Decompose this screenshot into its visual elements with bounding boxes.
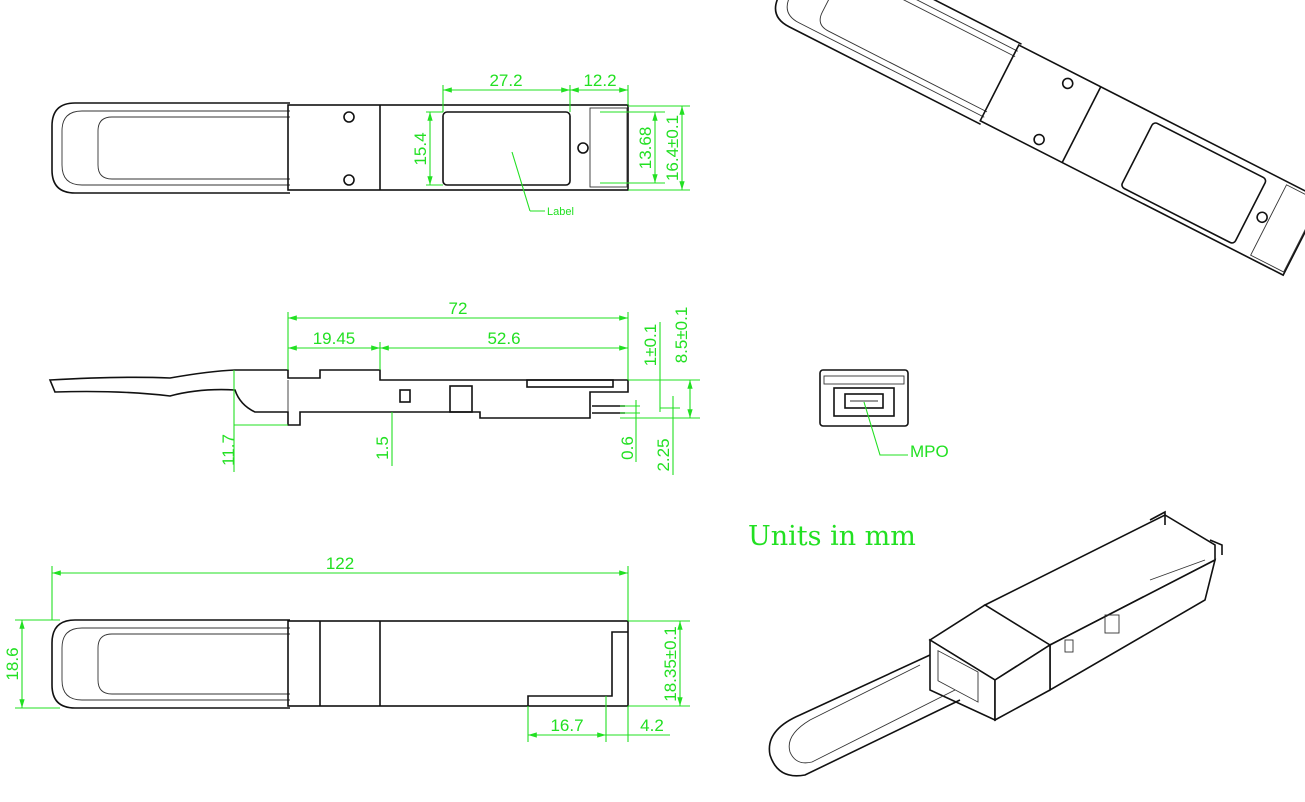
- dim-text: 52.6: [487, 329, 520, 348]
- label-callout: Label: [547, 206, 574, 218]
- dim-text: 18.6: [3, 647, 22, 680]
- dimension-right-offset: 12.2: [570, 71, 628, 93]
- dim-text: 72: [449, 299, 468, 318]
- dim-text: 19.45: [313, 329, 356, 348]
- dimension-inner-height: 13.68: [600, 111, 665, 184]
- dimension-rear-section: 52.6: [380, 329, 628, 351]
- dimension-overall-length: 122: [51, 554, 629, 621]
- dimension-top-tolerance: 1±0.1: [628, 322, 700, 412]
- dim-text: 16.7: [550, 716, 583, 735]
- dim-text: 2.25: [654, 438, 673, 471]
- dimension-label-width: 27.2: [442, 71, 629, 112]
- dim-text: 122: [326, 554, 354, 573]
- top-view: 27.2 12.2 15.4 13.68 16.4±0.1 Label: [51, 71, 690, 218]
- dimension-latch-width: 18.6: [3, 619, 60, 709]
- units-note: Units in mm: [748, 521, 916, 552]
- dimension-latch-height: 11.7: [219, 370, 288, 472]
- dimension-body-height: 16.4±0.1: [628, 105, 690, 191]
- dimension-edge-offset: 2.25: [654, 396, 680, 475]
- mpo-label: MPO: [910, 442, 949, 461]
- dim-text: 27.2: [489, 71, 522, 90]
- dim-text: 8.5±0.1: [672, 307, 691, 364]
- dimension-step: 1.5: [373, 412, 393, 466]
- dimension-label-height: 15.4: [411, 111, 443, 186]
- dim-text: 13.68: [636, 127, 655, 170]
- isometric-top-view: [767, 0, 1305, 279]
- bottom-view: 122 18.6 18.35±0.1 16.7 4.2: [3, 554, 690, 742]
- dimension-body-length: 72: [287, 299, 629, 380]
- isometric-3d-view: [768, 510, 1223, 777]
- dim-text: 12.2: [583, 71, 616, 90]
- dim-text: 15.4: [411, 132, 430, 165]
- side-view: 72 19.45 52.6 11.7 1.5 0.6 2.25: [48, 299, 700, 475]
- dim-text: 4.2: [640, 716, 664, 735]
- front-view: MPO: [819, 369, 949, 461]
- dimension-pcb-offset: 4.2: [606, 716, 670, 736]
- dim-text: 1.5: [373, 436, 392, 460]
- dimension-body-thickness: 8.5±0.1: [620, 307, 700, 419]
- dim-text: 0.6: [618, 436, 637, 460]
- dimension-front-section: 19.45: [288, 329, 381, 370]
- dim-text: 16.4±0.1: [663, 115, 682, 181]
- dimension-gap: 0.6: [618, 400, 640, 462]
- dimension-body-width: 18.35±0.1: [628, 620, 690, 707]
- dim-text: 11.7: [219, 434, 238, 466]
- dimension-pcb-length: 16.7: [527, 696, 629, 742]
- dim-text: 18.35±0.1: [661, 626, 680, 702]
- dim-text: 1±0.1: [641, 324, 660, 366]
